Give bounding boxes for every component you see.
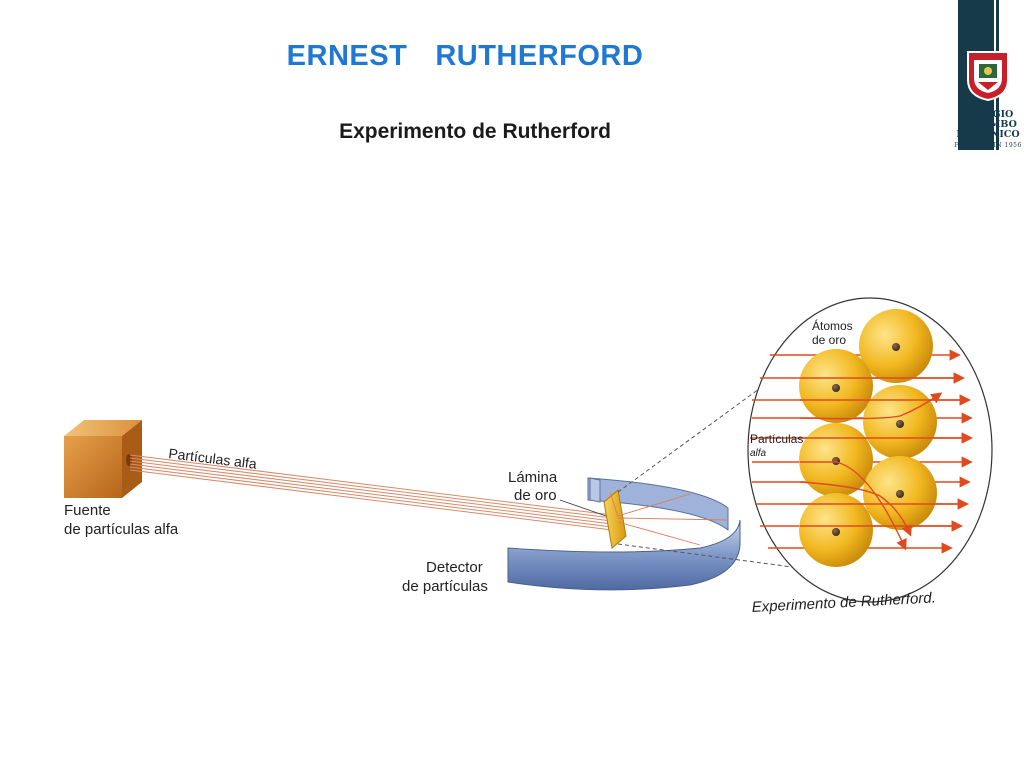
logo-line-1: COLEGIO xyxy=(962,109,1014,120)
foil-pointer-line xyxy=(559,499,607,517)
logo-text: COLEGIO COLOMBO BRITÁNICO FOUNDED IN 195… xyxy=(952,110,1024,152)
source-label-line2: de partículas alfa xyxy=(64,521,179,538)
gold-nucleus xyxy=(832,528,840,536)
detector-ring-front xyxy=(507,519,741,591)
zoom-particles-line1: Partículas xyxy=(750,432,803,446)
gold-nucleus xyxy=(832,384,840,392)
gold-foil xyxy=(603,489,627,549)
title-word-ernest: ERNEST xyxy=(286,40,408,72)
alpha-arrows-over xyxy=(799,372,973,551)
logo-line-4: FOUNDED IN 1956 xyxy=(954,142,1022,149)
title-word-rutherford: RUTHERFORD xyxy=(435,40,644,72)
scattered-rays xyxy=(609,491,729,546)
logo-line-3: BRITÁNICO xyxy=(956,129,1020,140)
school-logo: COLEGIO COLOMBO BRITÁNICO FOUNDED IN 195… xyxy=(952,0,1024,160)
atoms-label-line1: Átomos xyxy=(812,318,853,333)
gold-nucleus xyxy=(832,457,840,465)
source-label-line1: Fuente xyxy=(64,502,111,519)
diagram-caption: Experimento de Rutherford. xyxy=(751,589,936,616)
gold-atoms xyxy=(799,309,937,567)
logo-line-2: COLOMBO xyxy=(959,119,1017,130)
zoom-particles-line2: alfa xyxy=(750,448,767,459)
foil-label-line1: Lámina xyxy=(508,469,558,486)
gold-nucleus xyxy=(892,343,900,351)
foil-label-line2: de oro xyxy=(514,487,557,504)
page-subtitle: Experimento de Rutherford xyxy=(339,120,611,143)
alpha-particle-beam xyxy=(129,454,613,531)
gold-nucleus xyxy=(896,490,904,498)
zoom-guide-lines xyxy=(617,377,801,569)
gold-nucleus xyxy=(896,420,904,428)
page-title: ERNEST RUTHERFORD xyxy=(0,40,930,73)
shield-icon xyxy=(967,51,1009,102)
atoms-label-line2: de oro xyxy=(812,333,846,347)
detector-label-line2: de partículas xyxy=(402,578,488,595)
alpha-source-box xyxy=(64,420,142,498)
detector-label-line1: Detector xyxy=(426,559,483,576)
